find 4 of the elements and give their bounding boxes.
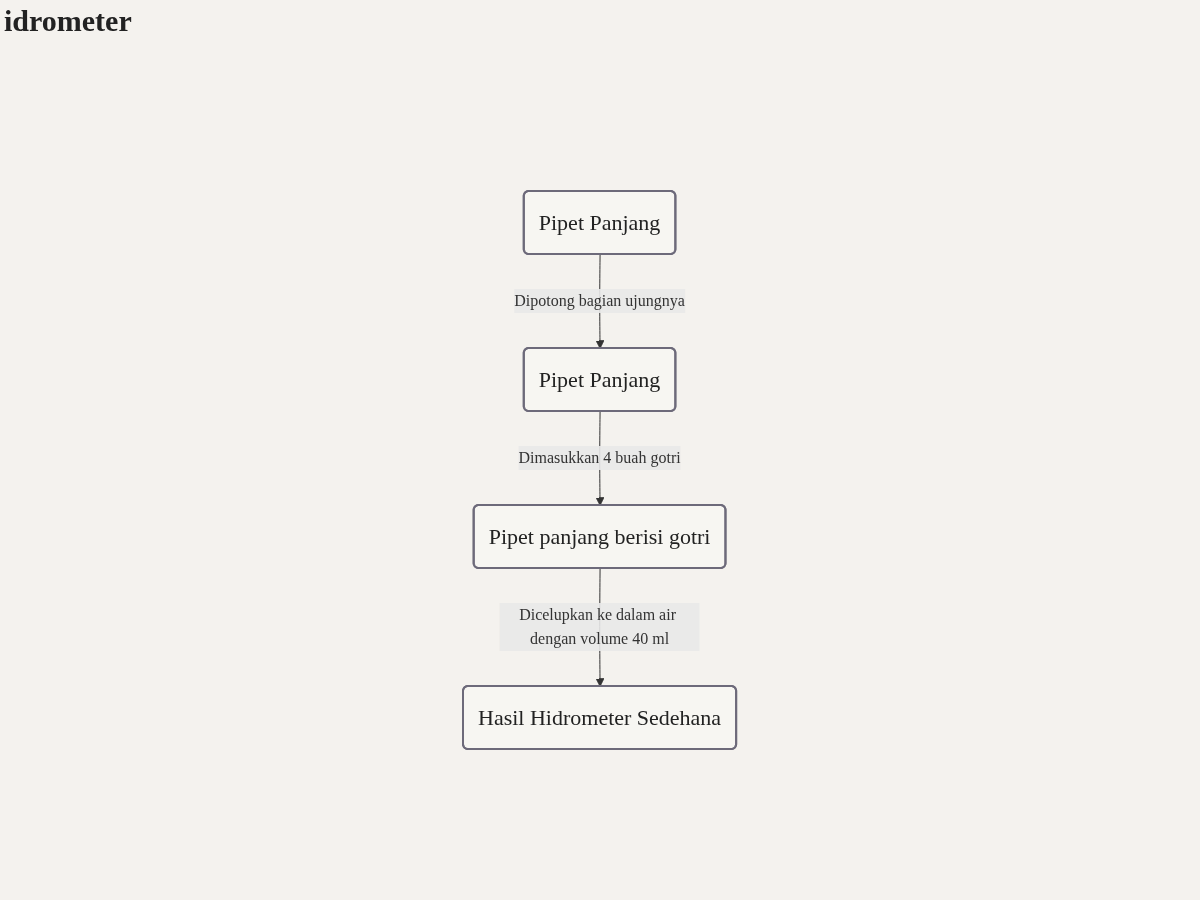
- edge-label: Dicelupkan ke dalam air dengan volume 40 ml: [519, 606, 677, 647]
- edge-label: Dipotong bagian ujungnya: [514, 292, 686, 309]
- edge-label: Dimasukkan 4 buah gotri: [518, 449, 682, 466]
- diagram-title: idrometer: [4, 4, 132, 38]
